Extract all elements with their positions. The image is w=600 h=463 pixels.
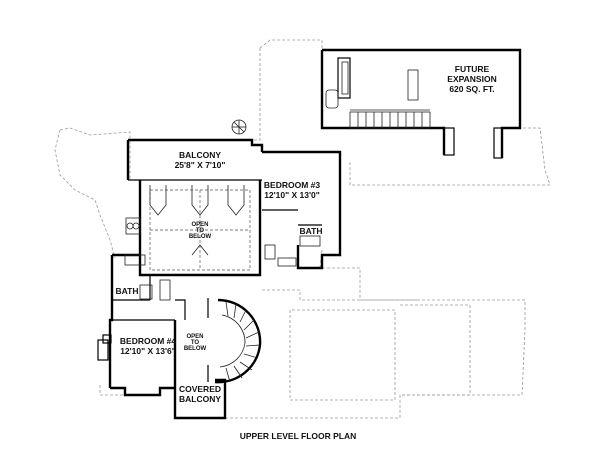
plan-title: UPPER LEVEL FLOOR PLAN (240, 431, 357, 441)
bath-right-label: BATH (300, 226, 323, 236)
main-walls (97, 138, 342, 420)
roof-outline (54, 39, 551, 419)
future-expansion-area: 620 SQ. FT. (449, 84, 494, 94)
curved-staircase (207, 298, 262, 384)
open-below-stair-line3: BELOW (184, 346, 207, 352)
bath-fixtures (124, 217, 321, 301)
expansion-stair (349, 111, 431, 129)
covered-balcony-line1: COVERED (179, 384, 221, 394)
balcony-label: BALCONY (179, 150, 221, 160)
bedroom3-label: BEDROOM #3 (264, 180, 320, 190)
balcony-dimensions: 25'8" X 7'10" (175, 160, 226, 170)
open-to-below-area (149, 185, 251, 271)
bedroom4-label: BEDROOM #4 (120, 336, 176, 346)
open-below-center-line2: TO (196, 228, 205, 234)
open-below-center-line1: OPEN (191, 222, 208, 228)
covered-balcony-line2: BALCONY (179, 394, 221, 404)
bath-left-label: BATH (116, 286, 139, 296)
open-below-stair-line1: OPEN (186, 334, 203, 340)
spiral-stair-icon (231, 119, 247, 135)
future-expansion-line2: EXPANSION (447, 74, 496, 84)
bedroom3-dimensions: 12'10" X 13'0" (264, 190, 320, 200)
open-below-stair-line2: TO (191, 340, 200, 346)
future-expansion-line1: FUTURE (455, 64, 490, 74)
bedroom4-dimensions: 12'10" X 13'6" (120, 346, 176, 356)
future-expansion-walls (320, 48, 522, 159)
open-below-center-line3: BELOW (189, 234, 212, 240)
